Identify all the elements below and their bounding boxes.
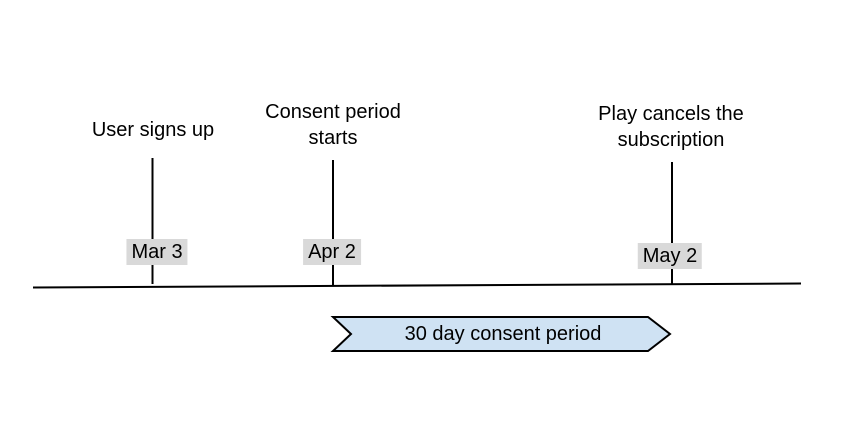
event-title-signup: User signs up — [91, 119, 215, 141]
date-label-mar-3: Mar 3 — [126, 239, 188, 265]
date-label-apr-2: Apr 2 — [303, 239, 361, 265]
date-label-may-2: May 2 — [637, 243, 703, 269]
event-title-cancel: Play cancels the subscription — [598, 103, 744, 151]
timeline-axis-line — [32, 282, 802, 289]
consent-period-ribbon-label: 30 day consent period — [404, 323, 602, 345]
consent-period-ribbon — [330, 316, 672, 352]
event-title-consent-start: Consent period starts — [265, 101, 401, 149]
